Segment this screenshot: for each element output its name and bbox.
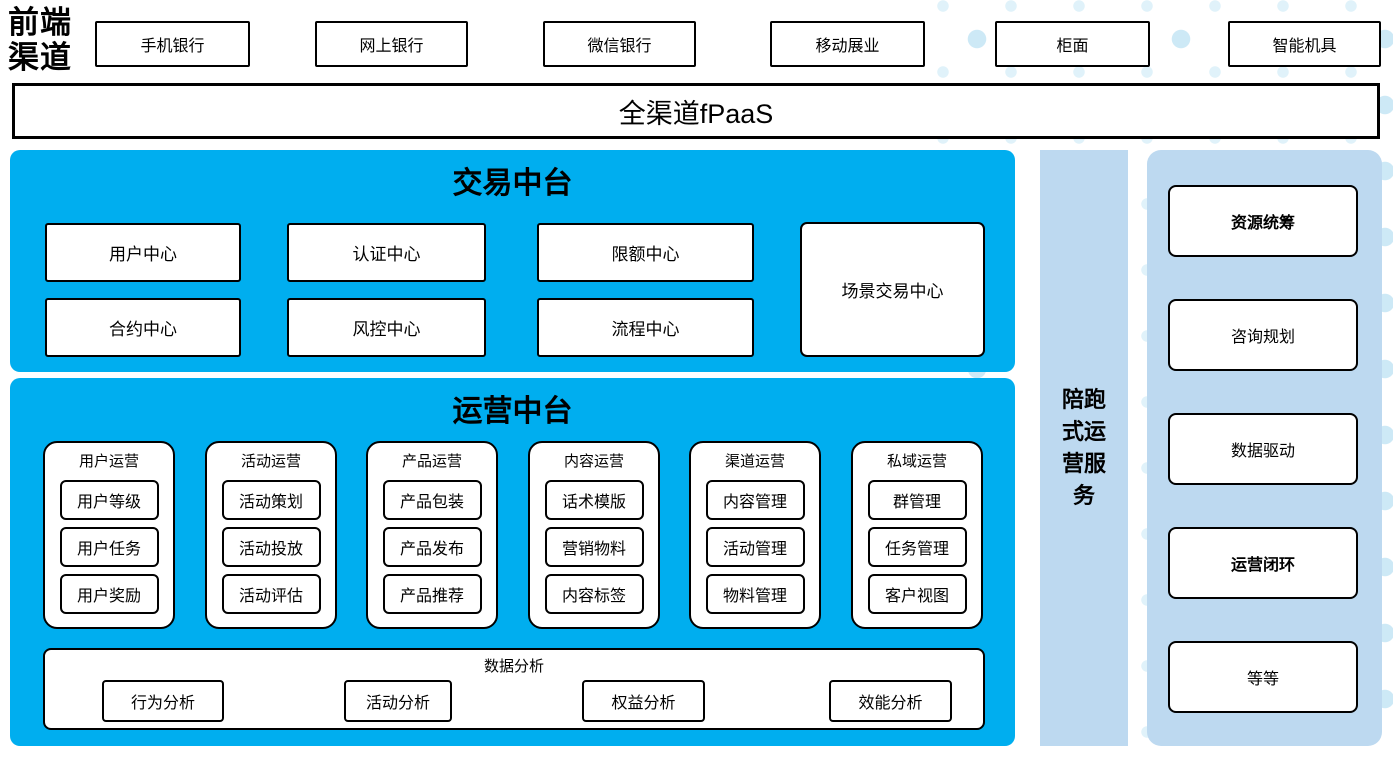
frontend-channels-label: 前端渠道 bbox=[8, 5, 72, 76]
ops-item: 活动管理 bbox=[705, 527, 805, 567]
ops-item: 产品推荐 bbox=[382, 574, 482, 614]
service-box-resource-planning: 资源统筹 bbox=[1168, 185, 1358, 257]
channel-box-mobile-banking: 手机银行 bbox=[95, 21, 250, 67]
operations-platform-title: 运营中台 bbox=[452, 395, 573, 428]
channel-box-mobile-sales: 移动展业 bbox=[770, 21, 925, 67]
ops-item: 活动评估 bbox=[221, 574, 321, 614]
trading-box-scene-trade-center: 场景交易中心 bbox=[800, 222, 985, 357]
trading-platform-panel: 交易中台 用户中心 认证中心 限额中心 合约中心 风控中心 流程中心 场景交易中… bbox=[10, 150, 1015, 372]
trading-platform-title: 交易中台 bbox=[452, 167, 573, 200]
ops-column-private-domain: 私域运营 群管理 任务管理 客户视图 bbox=[851, 441, 983, 629]
companion-operation-service-column: 陪跑式运营服务 bbox=[1040, 150, 1128, 746]
ops-item: 活动投放 bbox=[221, 527, 321, 567]
service-box-data-driven: 数据驱动 bbox=[1168, 413, 1358, 485]
trading-box-limit-center: 限额中心 bbox=[537, 223, 754, 282]
service-box-etc: 等等 bbox=[1168, 641, 1358, 713]
ops-item: 客户视图 bbox=[867, 574, 967, 614]
ops-column-activity: 活动运营 活动策划 活动投放 活动评估 bbox=[205, 441, 337, 629]
data-analysis-bar: 数据分析 行为分析 活动分析 权益分析 效能分析 bbox=[43, 648, 985, 730]
ops-column-user: 用户运营 用户等级 用户任务 用户奖励 bbox=[43, 441, 175, 629]
data-analysis-title: 数据分析 bbox=[483, 658, 544, 675]
ops-column-title: 产品运营 bbox=[401, 453, 462, 470]
service-box-consulting: 咨询规划 bbox=[1168, 299, 1358, 371]
ops-column-product: 产品运营 产品包装 产品发布 产品推荐 bbox=[366, 441, 498, 629]
ops-item: 用户任务 bbox=[59, 527, 159, 567]
ops-column-title: 内容运营 bbox=[563, 453, 624, 470]
fpaas-bar: 全渠道fPaaS bbox=[12, 83, 1380, 139]
ops-item: 产品包装 bbox=[382, 480, 482, 520]
analysis-item-efficiency: 效能分析 bbox=[829, 680, 952, 722]
trading-box-auth-center: 认证中心 bbox=[287, 223, 486, 282]
ops-item: 内容标签 bbox=[544, 574, 644, 614]
trading-box-user-center: 用户中心 bbox=[45, 223, 241, 282]
ops-item: 物料管理 bbox=[705, 574, 805, 614]
ops-column-title: 活动运营 bbox=[240, 453, 301, 470]
channel-box-counter: 柜面 bbox=[995, 21, 1150, 67]
analysis-item-activity: 活动分析 bbox=[344, 680, 452, 722]
ops-item: 产品发布 bbox=[382, 527, 482, 567]
ops-item: 任务管理 bbox=[867, 527, 967, 567]
trading-box-process-center: 流程中心 bbox=[537, 298, 754, 357]
analysis-item-benefit: 权益分析 bbox=[582, 680, 705, 722]
service-items-panel: 资源统筹 咨询规划 数据驱动 运营闭环 等等 bbox=[1147, 150, 1382, 746]
ops-item: 话术模版 bbox=[544, 480, 644, 520]
ops-item: 活动策划 bbox=[221, 480, 321, 520]
channel-box-online-banking: 网上银行 bbox=[315, 21, 468, 67]
background-gap bbox=[1015, 148, 1040, 759]
companion-operation-service-label: 陪跑式运营服务 bbox=[1061, 387, 1106, 508]
ops-item: 群管理 bbox=[867, 480, 967, 520]
analysis-item-behavior: 行为分析 bbox=[102, 680, 224, 722]
channel-box-smart-devices: 智能机具 bbox=[1228, 21, 1381, 67]
channel-box-wechat-banking: 微信银行 bbox=[543, 21, 696, 67]
ops-item: 用户奖励 bbox=[59, 574, 159, 614]
trading-box-risk-center: 风控中心 bbox=[287, 298, 486, 357]
ops-item: 营销物料 bbox=[544, 527, 644, 567]
ops-item: 内容管理 bbox=[705, 480, 805, 520]
ops-column-title: 私域运营 bbox=[886, 453, 947, 470]
ops-item: 用户等级 bbox=[59, 480, 159, 520]
ops-column-title: 渠道运营 bbox=[724, 453, 785, 470]
operations-platform-panel: 运营中台 用户运营 用户等级 用户任务 用户奖励 活动运营 活动策划 活动投放 … bbox=[10, 378, 1015, 746]
service-box-operation-loop: 运营闭环 bbox=[1168, 527, 1358, 599]
trading-box-contract-center: 合约中心 bbox=[45, 298, 241, 357]
ops-column-title: 用户运营 bbox=[78, 453, 139, 470]
ops-column-channel: 渠道运营 内容管理 活动管理 物料管理 bbox=[689, 441, 821, 629]
ops-column-content: 内容运营 话术模版 营销物料 内容标签 bbox=[528, 441, 660, 629]
background-gap bbox=[935, 746, 1393, 759]
